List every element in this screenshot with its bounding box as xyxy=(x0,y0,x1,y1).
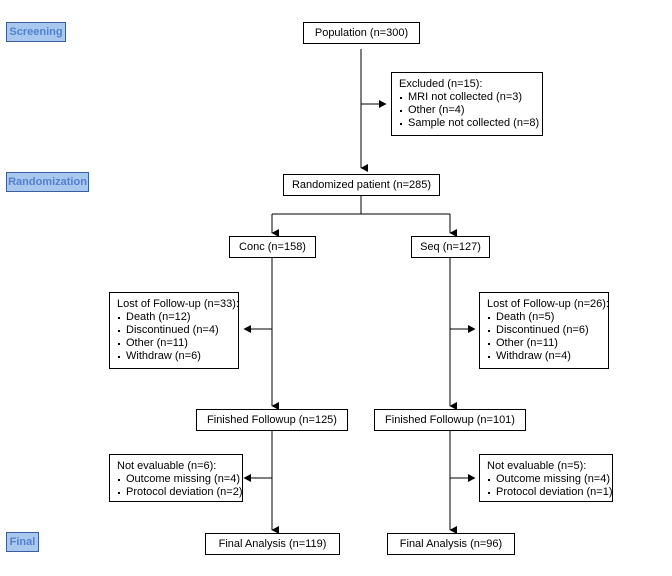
node-lost-followup-left-list: Death (n=12) Discontinued (n=4) Other (n… xyxy=(117,311,232,363)
node-arm-seq[interactable]: Seq (n=127) xyxy=(411,236,490,258)
node-arm-seq-label: Seq (n=127) xyxy=(420,240,481,253)
node-final-analysis-left-label: Final Analysis (n=119) xyxy=(218,537,327,550)
node-excluded-header: Excluded (n=15): xyxy=(399,78,483,90)
node-final-analysis-left[interactable]: Final Analysis (n=119) xyxy=(205,533,340,555)
node-not-evaluable-left-header: Not evaluable (n=6): xyxy=(117,460,217,472)
node-not-evaluable-right-list: Outcome missing (n=4) Protocol deviation… xyxy=(487,473,612,499)
stage-label-screening: Screening xyxy=(6,22,66,42)
node-not-evaluable-right[interactable]: Not evaluable (n=5): Outcome missing (n=… xyxy=(479,454,613,502)
node-not-evaluable-left[interactable]: Not evaluable (n=6): Outcome missing (n=… xyxy=(109,454,243,502)
list-item: Outcome missing (n=4) xyxy=(117,473,240,486)
stage-label-final-text: Final xyxy=(9,535,36,548)
node-randomized-patient-label: Randomized patient (n=285) xyxy=(291,178,432,191)
stage-label-randomization-text: Randomization xyxy=(8,175,87,188)
list-item: Sample not collected (n=8) xyxy=(399,117,539,130)
node-excluded[interactable]: Excluded (n=15): MRI not collected (n=3)… xyxy=(391,72,543,136)
node-not-evaluable-left-list: Outcome missing (n=4) Protocol deviation… xyxy=(117,473,242,499)
node-finished-followup-right-label: Finished Followup (n=101) xyxy=(385,413,515,426)
node-final-analysis-right[interactable]: Final Analysis (n=96) xyxy=(387,533,515,555)
node-lost-followup-left-header: Lost of Follow-up (n=33): xyxy=(117,298,239,310)
node-finished-followup-right[interactable]: Finished Followup (n=101) xyxy=(374,409,526,431)
node-randomized-patient[interactable]: Randomized patient (n=285) xyxy=(283,174,440,196)
list-item: Other (n=11) xyxy=(487,337,602,350)
node-finished-followup-left-label: Finished Followup (n=125) xyxy=(207,413,337,426)
node-population[interactable]: Population (n=300) xyxy=(303,22,420,44)
list-item: Other (n=4) xyxy=(399,104,536,117)
list-item: Protocol deviation (n=2) xyxy=(117,486,242,499)
node-finished-followup-left[interactable]: Finished Followup (n=125) xyxy=(196,409,348,431)
node-lost-followup-left[interactable]: Lost of Follow-up (n=33): Death (n=12) D… xyxy=(109,292,239,369)
node-lost-followup-right[interactable]: Lost of Follow-up (n=26): Death (n=5) Di… xyxy=(479,292,609,369)
list-item: Outcome missing (n=4) xyxy=(487,473,610,486)
stage-label-screening-text: Screening xyxy=(9,25,63,38)
list-item: Withdraw (n=6) xyxy=(117,350,232,363)
list-item: Protocol deviation (n=1) xyxy=(487,486,612,499)
node-lost-followup-right-header: Lost of Follow-up (n=26): xyxy=(487,298,609,310)
list-item: MRI not collected (n=3) xyxy=(399,91,536,104)
list-item: Discontinued (n=4) xyxy=(117,324,232,337)
node-population-label: Population (n=300) xyxy=(314,26,409,39)
node-lost-followup-right-list: Death (n=5) Discontinued (n=6) Other (n=… xyxy=(487,311,602,363)
list-item: Discontinued (n=6) xyxy=(487,324,602,337)
list-item: Death (n=5) xyxy=(487,311,602,324)
node-not-evaluable-right-header: Not evaluable (n=5): xyxy=(487,460,587,472)
node-arm-conc-label: Conc (n=158) xyxy=(239,240,306,253)
list-item: Withdraw (n=4) xyxy=(487,350,602,363)
stage-label-final: Final xyxy=(6,532,39,552)
node-final-analysis-right-label: Final Analysis (n=96) xyxy=(399,537,503,550)
node-excluded-list: MRI not collected (n=3) Other (n=4) Samp… xyxy=(399,91,539,130)
node-arm-conc[interactable]: Conc (n=158) xyxy=(229,236,316,258)
stage-label-randomization: Randomization xyxy=(6,172,89,192)
list-item: Other (n=11) xyxy=(117,337,232,350)
list-item: Death (n=12) xyxy=(117,311,232,324)
